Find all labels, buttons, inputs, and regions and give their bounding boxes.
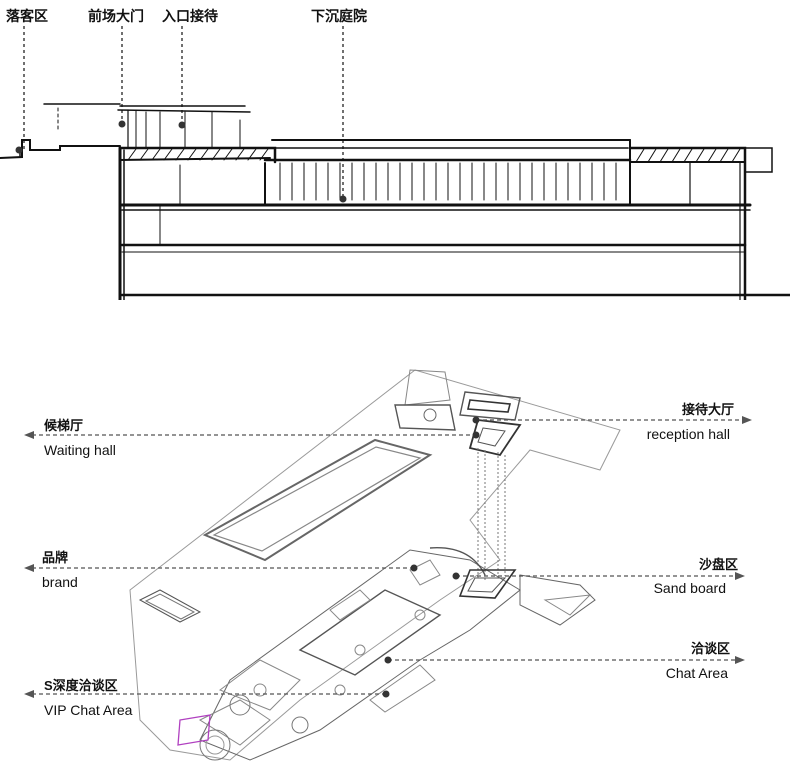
label-forecourt-gate: 前场大门: [88, 8, 144, 24]
label-sunken-courtyard: 下沉庭院: [311, 8, 367, 24]
callout-reception-hall-en: reception hall: [646, 426, 730, 442]
callout-vip-chat-en: VIP Chat Area: [44, 702, 133, 718]
callout-reception-hall-cn: 接待大厅: [681, 402, 734, 417]
callout-waiting-hall-en: Waiting hall: [44, 442, 116, 458]
section-sketch: [0, 26, 790, 300]
callout-waiting-hall-cn: 候梯厅: [44, 418, 84, 433]
callout-chat-area-en: Chat Area: [665, 665, 728, 681]
callout-brand-en: brand: [42, 574, 78, 590]
callout-sand-board-cn: 沙盘区: [698, 557, 738, 572]
callout-chat-area-cn: 洽谈区: [690, 641, 730, 656]
label-drop-off: 落客区: [6, 8, 48, 24]
label-entrance-reception: 入口接待: [162, 8, 218, 24]
callout-brand-cn: 品牌: [42, 550, 69, 565]
callout-sand-board-en: Sand board: [653, 580, 726, 596]
callout-vip-chat-cn: S深度洽谈区: [44, 678, 118, 693]
